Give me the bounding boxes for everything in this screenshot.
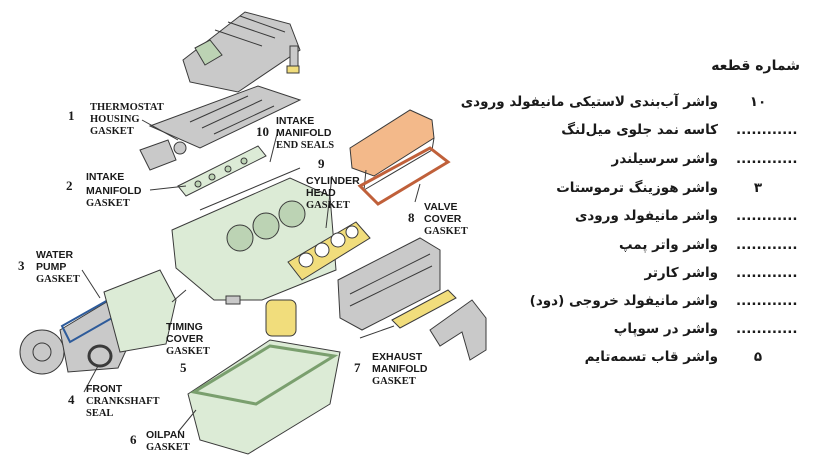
label-oil-pan-gasket: 6 OILPAN GASKET — [130, 429, 190, 453]
list-item: کاسه نمد جلوی میل‌لنگ ............ — [500, 122, 826, 144]
svg-text:WATER: WATER — [36, 249, 74, 261]
list-item: واشر سرسیلندر ............ — [500, 151, 826, 173]
svg-text:2: 2 — [66, 178, 73, 193]
valve-cover-illustration — [349, 109, 435, 191]
svg-text:GASKET: GASKET — [86, 198, 130, 209]
parts-list: شماره قطعه واشر آب‌بندی لاستیکی مانیفولد… — [461, 0, 826, 472]
part-name: واشر مانیفولد ورودی — [574, 208, 718, 224]
svg-text:THERMOSTAT: THERMOSTAT — [90, 102, 164, 113]
cylinder-head-gasket-illustration — [287, 221, 371, 281]
part-name: واشر در سوپاپ — [613, 321, 718, 337]
svg-text:HOUSING: HOUSING — [90, 114, 140, 125]
svg-text:COVER: COVER — [166, 333, 204, 345]
svg-text:GASKET: GASKET — [166, 346, 210, 357]
svg-text:INTAKE: INTAKE — [86, 171, 124, 183]
svg-text:VALVE: VALVE — [424, 201, 457, 213]
engine-gasket-diagram: 1 THERMOSTAT HOUSING GASKET 2 INTAKE MAN… — [18, 11, 487, 455]
svg-text:10: 10 — [256, 124, 269, 139]
part-name: واشر هوزینگ ترموستات — [556, 180, 718, 196]
svg-text:PUMP: PUMP — [36, 261, 66, 273]
part-number: ............ — [736, 122, 798, 138]
label-front-crankshaft-seal: 4 FRONT CRANKSHAFT SEAL — [68, 383, 160, 419]
part-number: ۳ — [753, 180, 763, 196]
svg-text:HEAD: HEAD — [306, 187, 336, 199]
svg-text:INTAKE: INTAKE — [276, 115, 314, 127]
list-item: واشر در سوپاپ ............ — [500, 321, 826, 343]
label-intake-manifold-end-seals: 10 INTAKE MANIFOLD END SEALS — [256, 115, 334, 151]
list-item: واشر قاب تسمه‌تایم ۵ — [500, 349, 826, 371]
svg-text:MANIFOLD: MANIFOLD — [86, 185, 142, 197]
svg-text:GASKET: GASKET — [90, 126, 134, 137]
list-item: واشر مانیفولد ورودی ............ — [500, 208, 826, 230]
list-item: واشر کارتر ............ — [500, 265, 826, 287]
label-valve-cover-gasket: 8 VALVE COVER GASKET — [408, 201, 468, 237]
svg-text:GASKET: GASKET — [306, 200, 350, 211]
svg-text:GASKET: GASKET — [424, 226, 468, 237]
intake-manifold-gasket-illustration — [177, 145, 267, 197]
svg-text:9: 9 — [318, 156, 325, 171]
svg-text:END SEALS: END SEALS — [276, 140, 334, 151]
svg-text:EXHAUST: EXHAUST — [372, 351, 423, 363]
list-item: واشر آب‌بندی لاستیکی مانیفولد ورودی ۱۰ — [461, 94, 826, 116]
label-cylinder-head-gasket: 9 CYLINDER HEAD GASKET — [306, 156, 360, 211]
svg-text:3: 3 — [18, 258, 25, 273]
label-intake-manifold-gasket: 2 INTAKE MANIFOLD GASKET — [66, 171, 142, 209]
part-number: ............ — [736, 321, 798, 337]
valley-plate-illustration — [148, 85, 302, 149]
svg-text:6: 6 — [130, 432, 137, 447]
cylinder-head-illustration — [337, 237, 441, 331]
front-crankshaft-seal-illustration — [87, 344, 113, 368]
part-number: ............ — [736, 293, 798, 309]
list-item: واشر مانیفولد خروجی (دود) ............ — [500, 293, 826, 315]
part-number: ۱۰ — [749, 94, 767, 110]
list-item: واشر هوزینگ ترموستات ۳ — [500, 180, 826, 202]
label-thermostat-housing-gasket: 1 THERMOSTAT HOUSING GASKET — [68, 102, 164, 137]
oil-pan-illustration — [187, 339, 341, 455]
part-name: کاسه نمد جلوی میل‌لنگ — [561, 122, 718, 138]
svg-text:FRONT: FRONT — [86, 383, 123, 395]
part-name: واشر مانیفولد خروجی (دود) — [529, 293, 718, 309]
svg-text:GASKET: GASKET — [372, 376, 416, 387]
leader-lines — [81, 119, 421, 433]
part-name: واشر واتر پمپ — [619, 237, 718, 253]
svg-text:1: 1 — [68, 108, 75, 123]
oil-filter-illustration — [225, 295, 297, 337]
part-name: واشر سرسیلندر — [611, 151, 718, 167]
part-number: ............ — [736, 237, 798, 253]
svg-text:SEAL: SEAL — [86, 408, 113, 419]
label-exhaust-manifold-gasket: 7 EXHAUST MANIFOLD GASKET — [354, 351, 428, 387]
part-name: واشر آب‌بندی لاستیکی مانیفولد ورودی — [460, 94, 718, 110]
part-name: واشر قاب تسمه‌تایم — [584, 349, 718, 365]
svg-text:MANIFOLD: MANIFOLD — [276, 127, 332, 139]
svg-text:COVER: COVER — [424, 213, 462, 225]
intake-manifold-illustration — [182, 11, 301, 93]
list-item: واشر واتر پمپ ............ — [500, 237, 826, 259]
svg-text:OILPAN: OILPAN — [146, 429, 185, 441]
svg-text:GASKET: GASKET — [36, 274, 80, 285]
exhaust-manifold-illustration — [391, 289, 487, 361]
svg-text:TIMING: TIMING — [166, 321, 203, 333]
svg-text:MANIFOLD: MANIFOLD — [372, 363, 428, 375]
valve-cover-gasket-illustration — [357, 146, 451, 206]
svg-text:CYLINDER: CYLINDER — [306, 175, 360, 187]
svg-text:5: 5 — [180, 360, 187, 375]
label-timing-cover-gasket: TIMING COVER GASKET 5 — [166, 321, 210, 375]
svg-text:CRANKSHAFT: CRANKSHAFT — [86, 396, 160, 407]
thermostat-housing-illustration — [139, 139, 187, 171]
svg-text:7: 7 — [354, 360, 361, 375]
part-number: ............ — [736, 151, 798, 167]
part-number: ۵ — [753, 349, 763, 365]
part-number: ............ — [736, 208, 798, 224]
parts-list-title: شماره قطعه — [711, 58, 800, 74]
part-name: واشر کارتر — [644, 265, 718, 281]
label-water-pump-gasket: 3 WATER PUMP GASKET — [18, 249, 80, 285]
timing-cover-illustration — [103, 269, 177, 353]
svg-text:GASKET: GASKET — [146, 442, 190, 453]
svg-text:8: 8 — [408, 210, 415, 225]
part-number: ............ — [736, 265, 798, 281]
svg-text:4: 4 — [68, 392, 75, 407]
